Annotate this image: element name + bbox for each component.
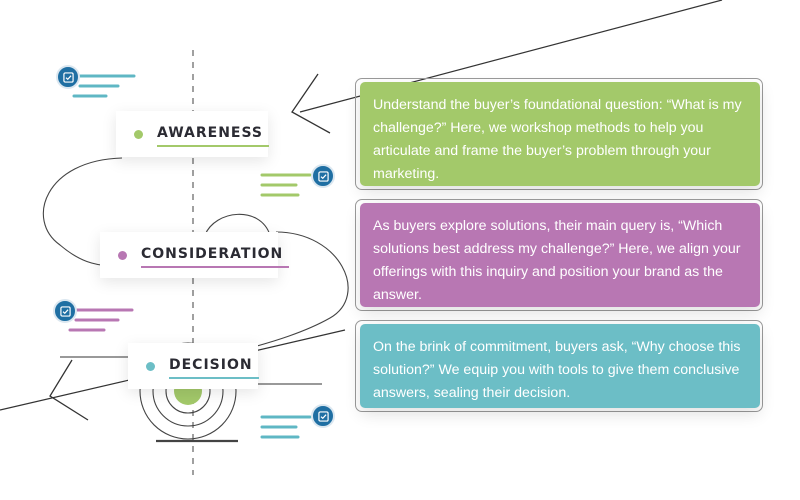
- stage-card-awareness: Understand the buyer’s foundational ques…: [355, 78, 763, 190]
- checkbox-check-icon: [56, 65, 80, 89]
- stage-label-decision: DECISION: [128, 343, 259, 389]
- arrow-head-icon: [291, 73, 331, 134]
- stage-label-text: AWARENESS: [157, 125, 270, 147]
- stage-label-consideration: CONSIDERATION: [100, 232, 290, 278]
- curve-mid: [204, 213, 271, 236]
- stage-dot: [134, 129, 143, 139]
- arrow-head-icon: [49, 359, 89, 421]
- curve-left: [42, 157, 123, 267]
- stage-description: As buyers explore solutions, their main …: [373, 218, 741, 303]
- stage-label-text: DECISION: [169, 357, 259, 379]
- stage-dot: [118, 250, 127, 260]
- stage-description: Understand the buyer’s foundational ques…: [373, 97, 742, 182]
- stage-card-body: Understand the buyer’s foundational ques…: [360, 82, 760, 186]
- stage-label-awareness: AWARENESS: [116, 111, 270, 157]
- stage-card-body: On the brink of commitment, buyers ask, …: [360, 324, 760, 408]
- checkbox-check-icon: [311, 164, 335, 188]
- stage-label-text: CONSIDERATION: [141, 246, 290, 268]
- stage-card-decision: On the brink of commitment, buyers ask, …: [355, 320, 763, 412]
- stage-dot: [146, 361, 155, 371]
- stage-description: On the brink of commitment, buyers ask, …: [373, 339, 741, 401]
- checkbox-check-icon: [53, 299, 77, 323]
- curve-right: [249, 231, 349, 349]
- stage-card-body: As buyers explore solutions, their main …: [360, 203, 760, 307]
- checkbox-check-icon: [311, 404, 335, 428]
- stage-card-consideration: As buyers explore solutions, their main …: [355, 199, 763, 311]
